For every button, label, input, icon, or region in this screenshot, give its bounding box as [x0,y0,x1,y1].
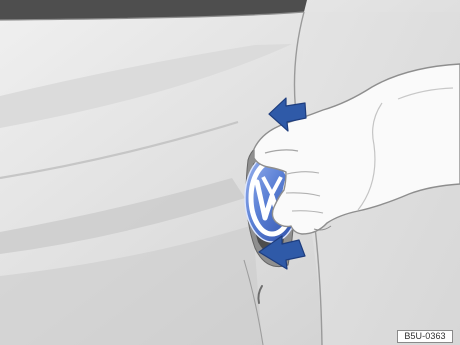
figure-code: B5U-0363 [397,330,453,343]
